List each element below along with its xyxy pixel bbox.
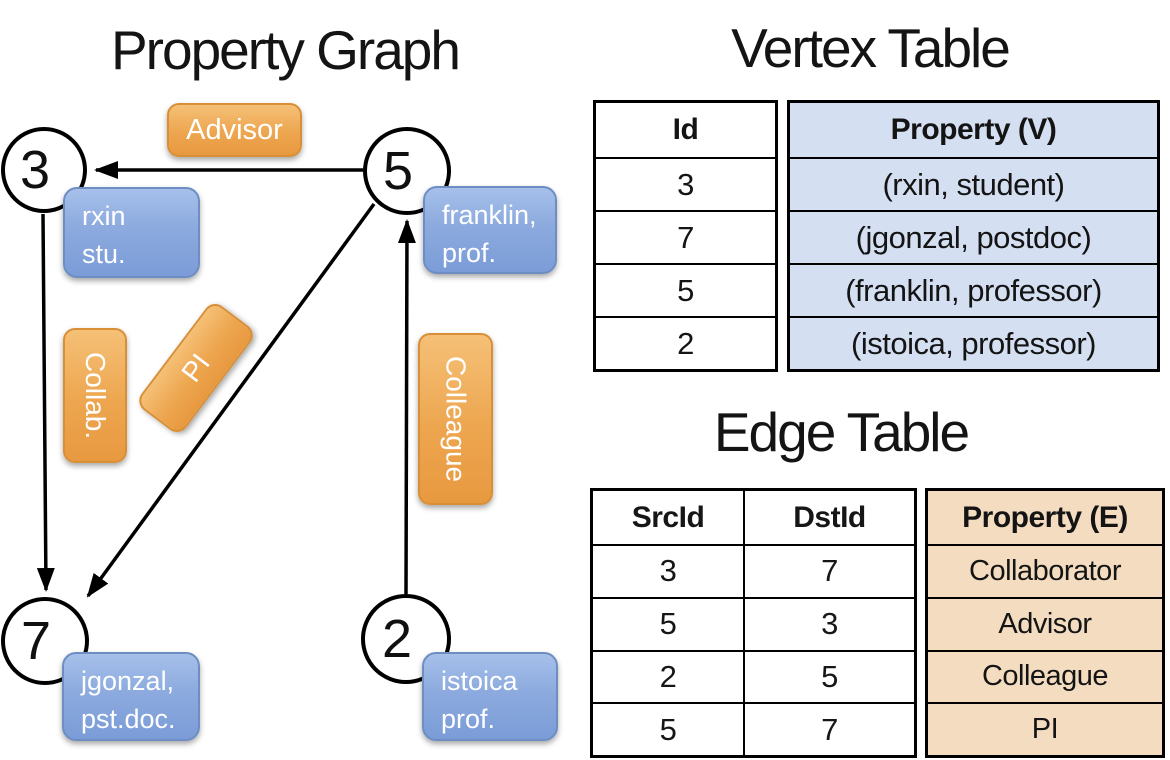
vertex-table-id-column: Id 3 7 5 2 [593,100,778,372]
table-cell: (rxin, student) [790,157,1157,210]
table-cell: (jgonzal, postdoc) [790,210,1157,263]
property-graph-title: Property Graph [110,19,461,81]
vertex-table: Id 3 7 5 2 Property (V) (rxin, student) … [593,100,1160,372]
vertex-property-box-7-line1: jgonzal, [81,666,175,696]
table-cell: PI [928,702,1162,755]
vertex-table-title: Vertex Table [731,17,1011,79]
graph-edges-layer [36,161,416,598]
table-cell: 5 [743,651,914,703]
edge-label-pi-text: PI [175,347,216,388]
vertex-property-box-2-line1: istoica [441,666,518,696]
vertex-table-property-header: Property (V) [790,103,1157,157]
edge-label-colleague: Colleague [418,333,493,505]
table-cell: 2 [659,658,677,694]
edge-label-collab: Collab. [63,328,127,463]
edge-table: SrcId DstId 3 7 5 3 2 5 5 7 Property (E)… [590,488,1165,758]
table-cell: Advisor [928,596,1162,650]
table-cell: 5 [596,263,775,316]
edge-label-advisor: Advisor [167,103,302,157]
table-cell: 2 [596,316,775,369]
vertex-node-3-id: 3 [19,140,51,200]
table-cell: (franklin, professor) [790,263,1157,316]
edge-label-collab-text: Collab. [80,351,111,440]
table-cell: 5 [659,711,677,747]
table-cell: 7 [596,210,775,263]
vertex-property-box-5: franklin, prof. [423,186,557,274]
vertex-property-box-3: rxin stu. [63,187,200,278]
vertex-node-2: 2 [361,594,451,684]
vertex-property-box-2-line2: prof. [441,704,496,734]
table-cell: 5 [659,606,677,642]
edge-label-colleague-text: Colleague [440,355,472,483]
vertex-property-box-3-line1: rxin [82,201,126,231]
edge-table-dstid-header: DstId [743,491,914,544]
table-cell: Colleague [928,649,1162,703]
edge-pi-arrow-5-to-7 [86,202,376,598]
edge-table-srcid-header: SrcId [631,500,705,534]
vertex-node-5: 5 [363,127,451,215]
table-cell: 3 [743,598,914,650]
vertex-property-box-7: jgonzal, pst.doc. [62,652,200,741]
edge-table-src-dst-columns: SrcId DstId 3 7 5 3 2 5 5 7 [590,488,917,758]
vertex-table-id-header: Id [672,113,699,146]
edge-label-advisor-text: Advisor [186,113,283,146]
table-cell: 3 [596,157,775,210]
vertex-node-7-id: 7 [20,611,52,671]
vertex-table-property-column: Property (V) (rxin, student) (jgonzal, p… [787,100,1160,372]
edge-table-property-column: Property (E) Collaborator Advisor Collea… [925,488,1165,758]
vertex-node-2-id: 2 [381,609,413,669]
edge-table-property-header: Property (E) [928,491,1162,544]
table-cell: (istoica, professor) [790,316,1157,369]
table-cell: 7 [743,704,914,755]
table-cell: 7 [743,546,914,597]
vertex-node-5-id: 5 [382,141,414,201]
table-cell: Collaborator [928,544,1162,597]
vertex-property-box-5-line2: prof. [442,238,497,268]
table-cell: 3 [659,553,677,589]
vertex-property-box-7-line2: pst.doc. [81,704,176,734]
edge-table-title: Edge Table [713,401,970,463]
vertex-property-box-2: istoica prof. [422,652,558,741]
vertex-property-box-3-line2: stu. [82,239,126,269]
vertex-property-box-5-line1: franklin, [442,200,537,230]
edge-collab-arrow-3-to-7 [36,213,55,592]
edge-colleague-arrow-2-to-5 [397,219,416,595]
